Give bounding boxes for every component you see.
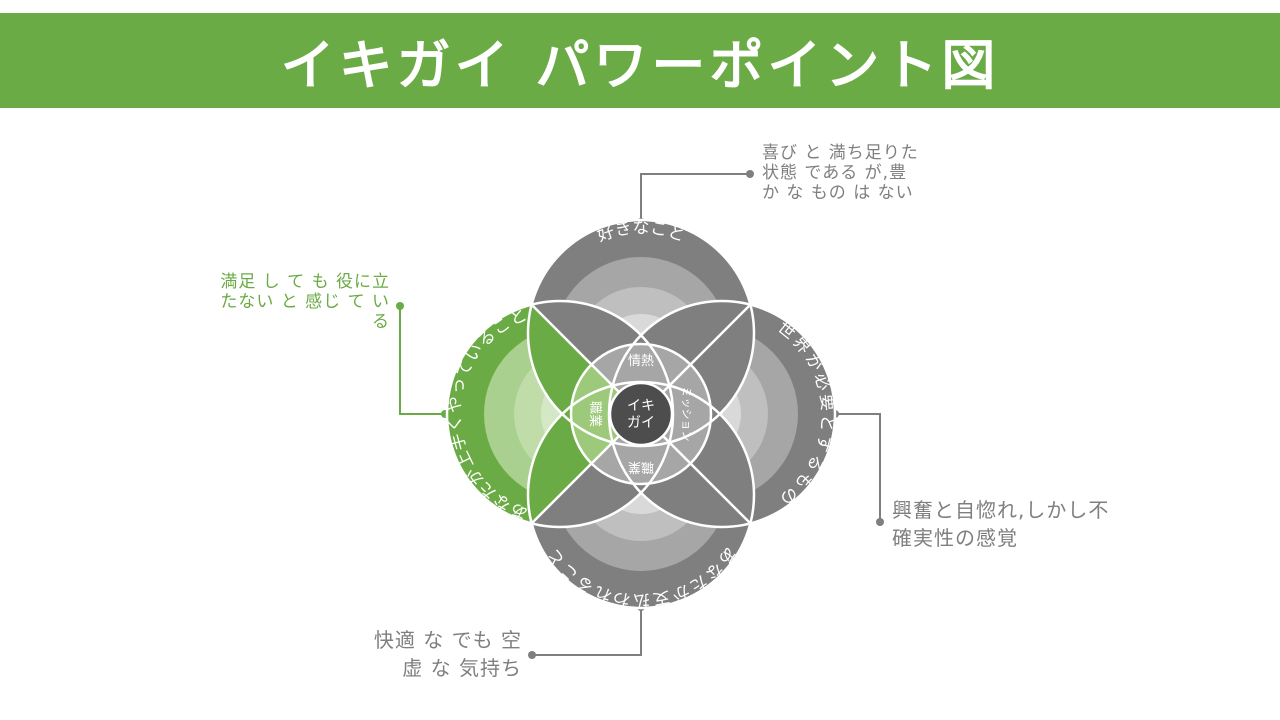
page-title: イキガイ パワーポイント図: [280, 34, 1000, 97]
center-circle: [608, 381, 674, 447]
callout-top: 喜び と 満ち足りた 状態 である が,豊 か な もの は ない: [762, 143, 919, 203]
callout-bottom: 快適 な でも 空 虚 な 気持ち: [374, 626, 522, 682]
callout-right: 興奮と自惚れ,しかし不 確実性の感覚: [892, 496, 1109, 552]
callout-line: 興奮と自惚れ,しかし不: [892, 498, 1110, 522]
center-label-2: ガイ: [627, 415, 655, 431]
callout-line: 喜び と 満ち足りた: [762, 143, 919, 163]
inner-label-mission: ミッション: [680, 387, 693, 442]
callout-left: 満足 し て も 役に立 たない と 感じ て い る: [220, 272, 390, 332]
callout-line: 確実性の感覚: [892, 526, 1018, 550]
header-banner: イキガイ パワーポイント図: [0, 13, 1280, 108]
callout-line: 虚 な 気持ち: [402, 656, 522, 680]
callout-line: 状態 である が,豊: [762, 163, 908, 183]
inner-label-profession: 職業: [587, 401, 603, 427]
center-label-1: イキ: [627, 398, 655, 414]
inner-label-vocation: 職業: [628, 459, 654, 475]
connector-lines: [399, 173, 881, 656]
callout-line: る: [372, 312, 390, 332]
callout-line: たない と 感じ て い: [220, 292, 390, 312]
callout-line: か な もの は ない: [762, 183, 914, 203]
callout-line: 快適 な でも 空: [373, 628, 522, 652]
callout-line: 満足 し て も 役に立: [220, 272, 390, 292]
inner-label-passion: 情熱: [628, 354, 654, 369]
